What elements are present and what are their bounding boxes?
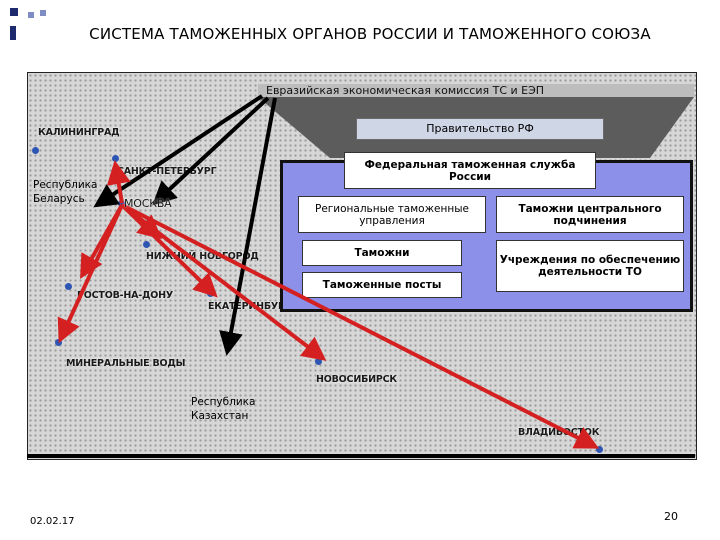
footer-date: 02.02.17 [30, 516, 75, 527]
city-dot-kaliningrad [32, 147, 39, 154]
city-label-ekaterinburg: ЕКАТЕРИНБУРГ [208, 301, 291, 312]
city-dot-spb [112, 155, 119, 162]
corner-square-dark [10, 26, 16, 40]
city-label-nizhny: НИЖНИЙ НОВГОРОД [146, 251, 259, 262]
central-box: Таможни центрального подчинения [496, 196, 684, 233]
city-label-vladivostok: ВЛАДИВОСТОК [518, 427, 600, 438]
map-bottom-border [27, 454, 695, 458]
city-label-novosibirsk: НОВОСИБИРСК [316, 374, 397, 385]
city-dot-ekaterinburg [207, 290, 214, 297]
corner-square-light [28, 12, 34, 18]
label-belarus: Республика Беларусь [33, 178, 98, 206]
regional-box: Региональные таможенные управления [298, 196, 486, 233]
customs-box: Таможни [302, 240, 462, 266]
city-label-moscow: МОСКВА [124, 197, 172, 210]
fts-box: Федеральная таможенная служба России [344, 152, 596, 189]
kazakhstan-text: Республика Казахстан [191, 396, 256, 422]
city-label-rostov: РОСТОВ-НА-ДОНУ [77, 290, 174, 301]
page-number: 20 [664, 510, 678, 523]
city-label-spb: САНКТ-ПЕТЕРБУРГ [117, 166, 217, 177]
slide-title: СИСТЕМА ТАМОЖЕННЫХ ОРГАНОВ РОССИИ И ТАМО… [89, 25, 651, 43]
city-dot-minvody [55, 339, 62, 346]
city-dot-novosibirsk [315, 358, 322, 365]
corner-square-light [40, 10, 46, 16]
eec-label: Евразийская экономическая комиссия ТС и … [258, 84, 694, 97]
posts-box: Таможенные посты [302, 272, 462, 298]
city-label-kaliningrad: КАЛИНИНГРАД [38, 127, 120, 138]
government-box: Правительство РФ [356, 118, 604, 140]
city-dot-nizhny [143, 241, 150, 248]
city-label-minvody: МИНЕРАЛЬНЫЕ ВОДЫ [66, 358, 186, 369]
belarus-text: Республика Беларусь [33, 179, 98, 205]
city-dot-rostov [65, 283, 72, 290]
city-dot-vladivostok [596, 446, 603, 453]
label-kazakhstan: Республика Казахстан [191, 395, 261, 423]
corner-square-dark [10, 8, 18, 16]
institutions-box: Учреждения по обеспечению деятельности Т… [496, 240, 684, 292]
